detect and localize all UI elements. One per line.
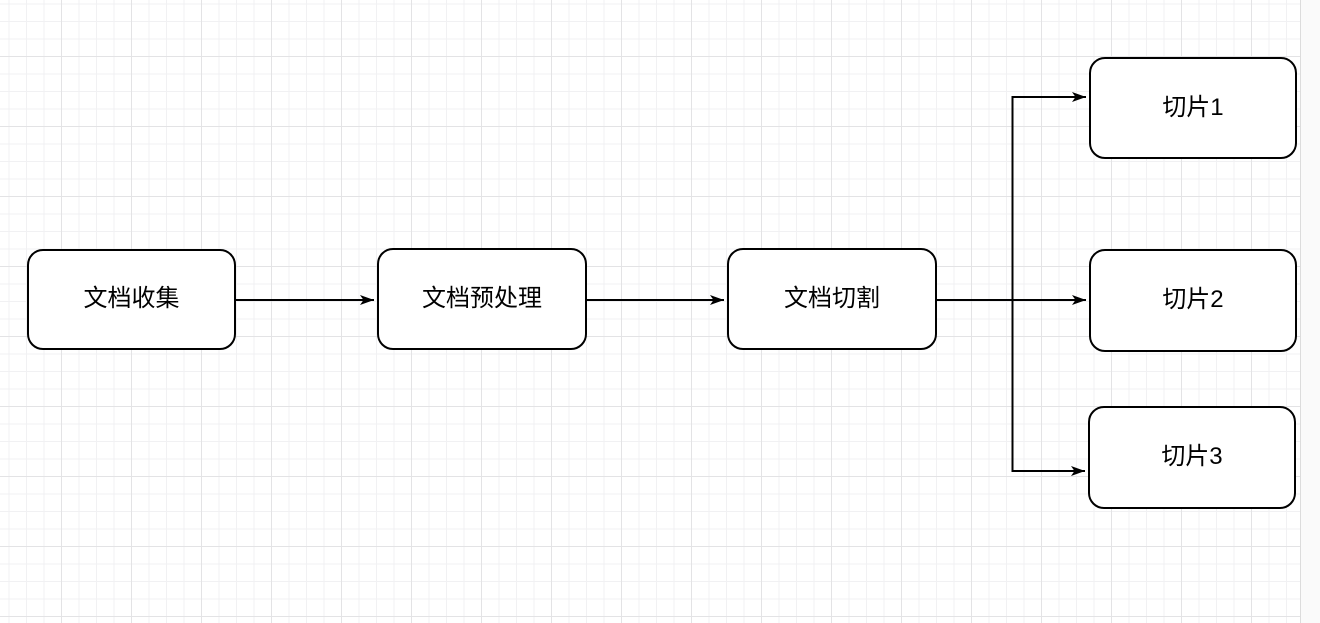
node-slice-1[interactable]: 切片1 [1089,57,1297,159]
node-doc-collect-label: 文档收集 [83,285,180,313]
canvas-right-margin [1300,0,1320,623]
node-doc-split[interactable]: 文档切割 [727,248,937,350]
node-slice-3-label: 切片3 [1161,443,1223,471]
edge-split-to-slice3[interactable] [937,299,1085,476]
node-doc-preprocess-label: 文档预处理 [422,284,542,312]
node-slice-3[interactable]: 切片3 [1088,406,1296,509]
node-slice-2-label: 切片2 [1162,286,1224,314]
node-slice-2[interactable]: 切片2 [1089,249,1297,352]
node-doc-collect[interactable]: 文档收集 [27,249,236,350]
node-slice-1-label: 切片1 [1162,93,1224,121]
node-doc-split-label: 文档切割 [784,284,880,312]
node-doc-preprocess[interactable]: 文档预处理 [377,248,587,350]
